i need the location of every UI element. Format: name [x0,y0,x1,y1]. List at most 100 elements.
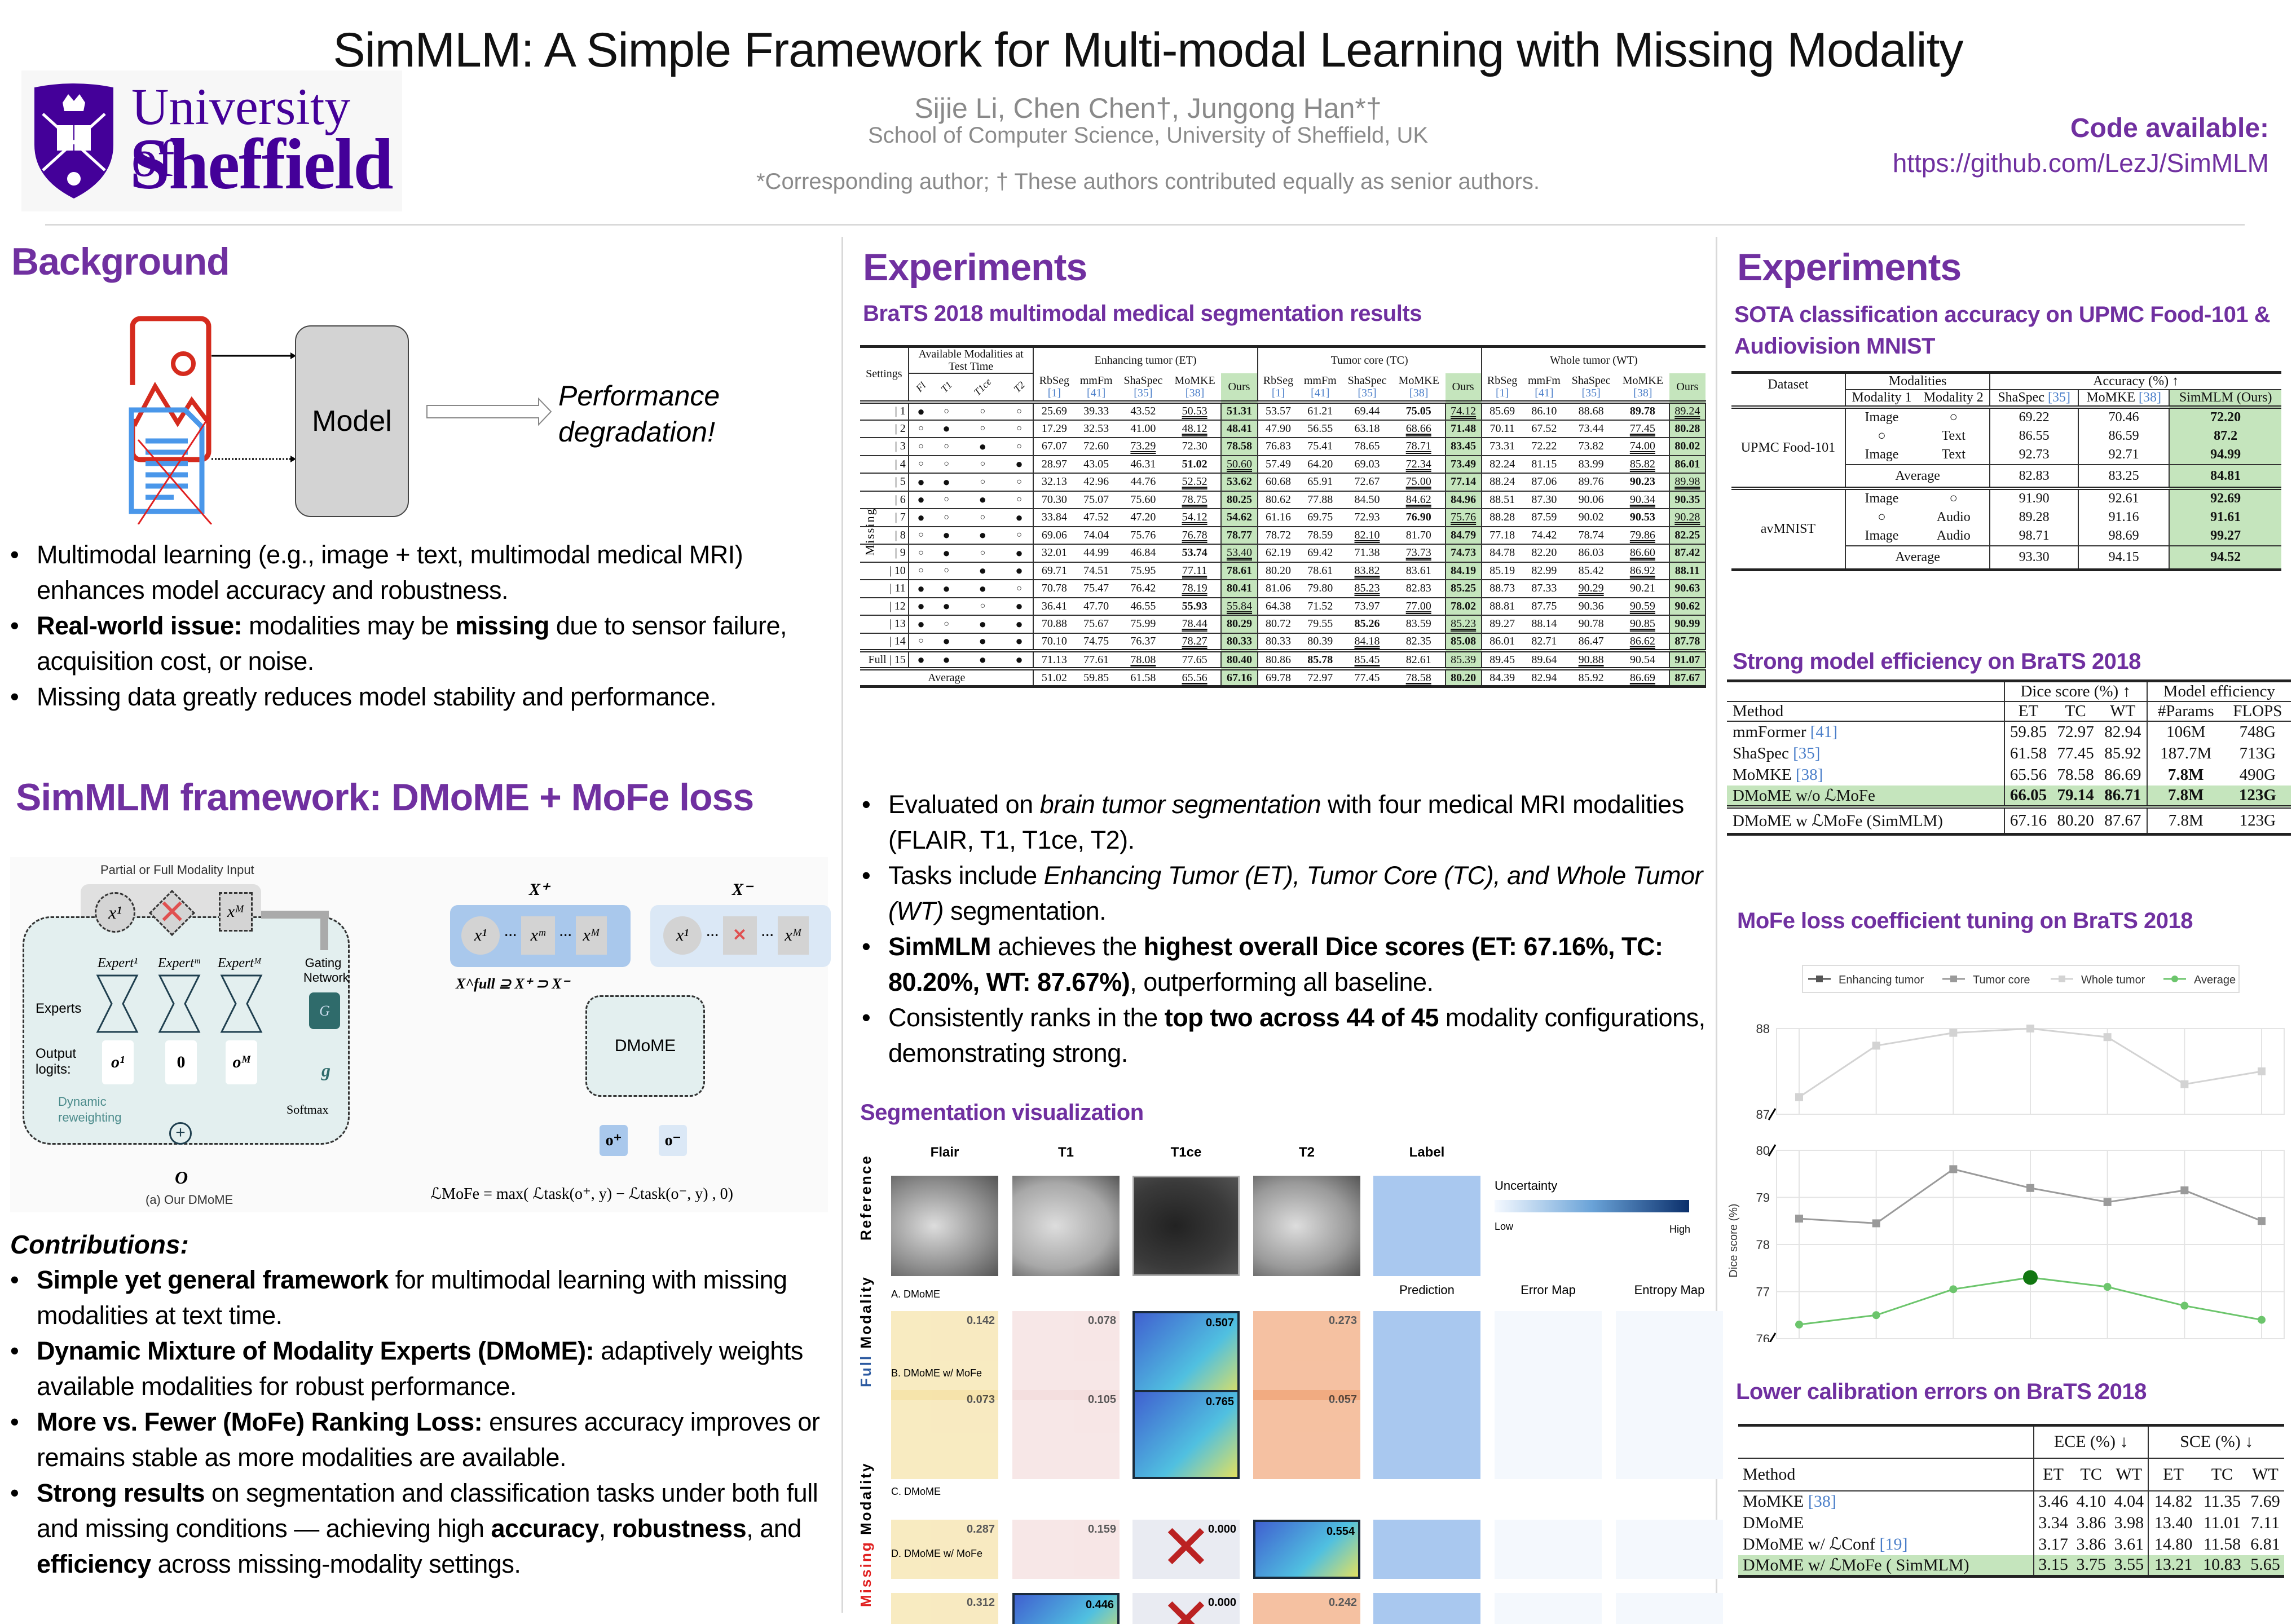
modality-absent: ○ [944,459,949,469]
method-name: mmFm [1303,374,1337,387]
value-cell: 90.54 [1629,653,1655,666]
value-cell: 90.36 [1578,599,1604,612]
legend-label: Tumor core [1973,974,2030,986]
method-header: RbSeg[1] [1482,373,1523,402]
method-cell: MoMKE [38] [1738,1490,2034,1512]
method-ref: [35] [1581,387,1601,399]
method-name: MoMKE [1398,374,1439,387]
value-cell: 67.07 [1041,440,1067,453]
ours-value-cell: 78.58 [1220,438,1258,456]
input-xM: xᴹ [219,892,253,932]
ours-value-cell: 87.2 [2169,426,2281,445]
seg-column-header: T2 [1298,1145,1315,1160]
value-cell: 69.03 [1354,457,1380,470]
value-cell: 72.30 [1182,440,1208,453]
mofe-title: MoFe loss coefficient tuning on BraTS 20… [1737,908,2193,933]
modality-1-cell: Image [1865,410,1899,425]
value-cell: 89.28 [1990,508,2079,527]
code-url-link[interactable]: https://github.com/LezJ/SimMLM [1892,148,2269,178]
contribution-bullet: More vs. Fewer (MoFe) Ranking Loss: ensu… [6,1404,840,1475]
empty-cell [1727,681,2005,701]
attention-heatmap: 0.105 [1012,1390,1120,1479]
setting-cell: | 9 [860,544,909,562]
missing-cross-icon: ✕ [158,893,187,931]
setting-cell: | 5 [860,473,909,491]
y-tick-label: 76 [1756,1332,1770,1342]
method-ref: [35] [1134,387,1153,399]
value-cell: 61.58 [1130,671,1156,684]
value-cell: 3.86 [2076,1534,2106,1554]
method-ref: [35] [2047,390,2070,405]
expert-hourglass-icons [96,974,263,1033]
value-cell: 54.12 [1182,511,1208,524]
value-cell: 73.31 [1489,440,1515,453]
bullet-text: with four medical MRI modalities (FLAIR,… [888,790,1684,854]
value-cell: 70.10 [1041,634,1067,647]
value-cell: 86.47 [1578,634,1604,647]
side-full-word: Full [857,1354,874,1387]
column-header: TC [2080,1464,2102,1484]
value-cell: 78.08 [1130,653,1156,666]
value-cell: 89.76 [1578,475,1604,488]
modality-weight: 0.312 [966,1596,995,1609]
modality-weight: 0.507 [1205,1317,1234,1329]
column-header: ET [2018,702,2039,720]
modality-weight: 0.287 [966,1523,995,1535]
modality-weight: 0.000 [1208,1523,1236,1535]
hollow-arrow-icon [426,398,552,426]
grp-ece: ECE (%) ↓ [2033,1425,2149,1458]
value-cell: 78.27 [1182,634,1208,647]
code-available-label: Code available: [2070,113,2269,143]
value-cell: 65.56 [2009,765,2047,784]
value-cell: 106M [2166,723,2206,741]
brats-bullet: SimMLM achieves the highest overall Dice… [857,929,1709,1000]
ours-value-cell: 80.25 [1220,491,1258,509]
modality-absent: ○ [1005,402,1034,420]
value-cell: 86.59 [2078,426,2170,445]
modality-weight: 0.446 [1085,1599,1114,1611]
experiments-title-right: Experiments [1737,246,1962,289]
value-cell: 52.52 [1182,475,1208,488]
error-map-image [1495,1520,1602,1579]
background-title: Background [11,240,230,283]
modality-present: ● [979,652,986,667]
modality-name: T1ce [971,376,994,398]
y-tick-label: 78 [1756,1238,1770,1252]
value-cell: 77.61 [1083,653,1109,666]
ours-value-cell: 80.20 [1444,669,1482,687]
y-tick-label: 79 [1756,1191,1770,1205]
bullet-text: modalities may be [242,611,456,640]
modality-name: T1 [938,379,954,395]
modality-absent: ○ [1005,473,1034,491]
method-name: ShaSpec [1347,374,1387,387]
average-label: Average [860,669,1034,687]
method-ref: [41] [1086,387,1106,399]
data-point [2180,1186,2189,1194]
value-cell: 490G [2239,765,2276,784]
method-name: Ours [1676,381,1699,393]
value-cell: 77.45 [1629,422,1655,435]
value-cell: 85.42 [1578,564,1604,577]
legend-marker [2171,976,2178,982]
ours-value-cell: 80.02 [1668,438,1707,456]
ours-value-cell: 88.11 [1668,562,1707,580]
value-cell: 85.92 [2099,743,2148,764]
brats-results-table: Settings Available Modalities at Test Ti… [860,345,1707,688]
value-cell: 64.20 [1307,457,1333,470]
error-map-image [1495,1390,1602,1479]
prediction-image [1373,1593,1480,1624]
setting-cell: | 1 [860,402,909,420]
column-header: WT [2110,1458,2149,1491]
value-cell: 69.42 [1307,546,1333,559]
value-cell: 76.42 [1130,582,1156,595]
hdr-modalities: Modalities [1845,372,1991,390]
modality-present: ● [1005,544,1034,562]
